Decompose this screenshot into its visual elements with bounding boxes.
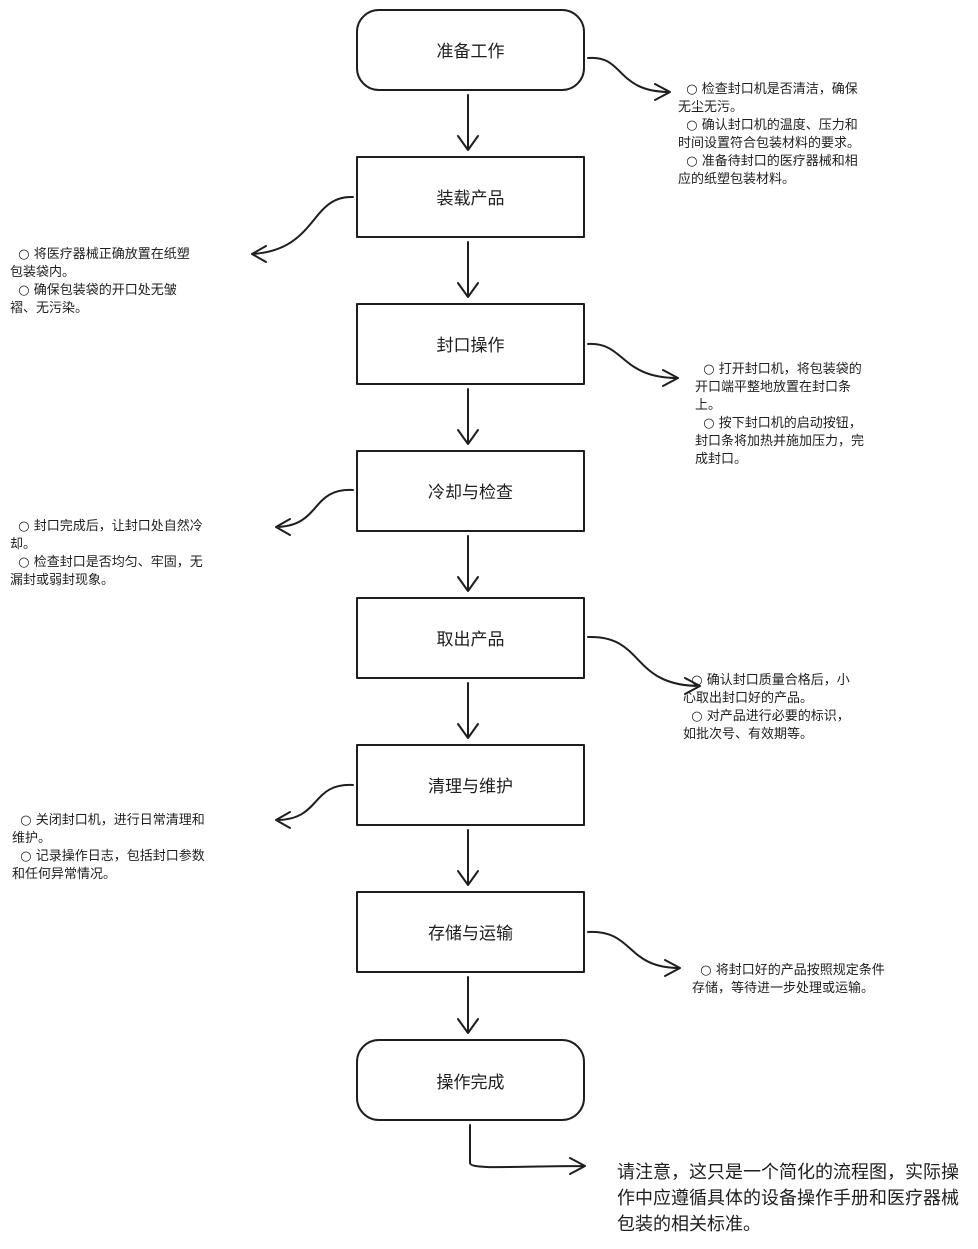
step-note: ○ 封口完成后，让封口处自然冷 却。 ○ 检查封口是否均匀、牢固，无 漏封或弱封… — [10, 519, 203, 588]
step-label: 冷却与检查 — [428, 483, 513, 503]
flow-arrows — [457, 94, 479, 1034]
step-note: ○ 将封口好的产品按照规定条件 存储，等待进一步处理或运输。 — [692, 963, 885, 996]
step-label: 清理与维护 — [428, 777, 513, 797]
step-label: 准备工作 — [436, 42, 505, 62]
step-box — [356, 303, 585, 385]
step-note: ○ 确认封口质量合格后，小 心取出封口好的产品。 ○ 对产品进行必要的标识， 如… — [683, 673, 850, 742]
step-label: 封口操作 — [436, 336, 505, 356]
step-box-start — [356, 9, 585, 91]
step-label: 操作完成 — [436, 1073, 505, 1093]
step-box — [356, 891, 585, 973]
step-note: ○ 关闭封口机，进行日常清理和 维护。 ○ 记录操作日志，包括封口参数 和任何异… — [12, 813, 205, 882]
step-label: 装载产品 — [436, 189, 505, 209]
step-box — [356, 156, 585, 238]
step-label: 存储与运输 — [428, 924, 513, 944]
step-box — [356, 744, 585, 826]
note-connectors — [251, 56, 701, 1175]
step-box — [356, 597, 585, 679]
step-label: 取出产品 — [436, 630, 505, 650]
step-note: ○ 将医疗器械正确放置在纸塑 包装袋内。 ○ 确保包装袋的开口处无皱 褶、无污染… — [10, 247, 190, 316]
step-note: ○ 检查封口机是否清洁，确保 无尘无污。 ○ 确认封口机的温度、压力和 时间设置… — [678, 82, 861, 187]
final-note: 请注意，这只是一个简化的流程图，实际操作中应遵循具体的设备操作手册和医疗器械包装… — [617, 1162, 959, 1235]
step-box — [356, 450, 585, 532]
step-box-end — [356, 1039, 585, 1121]
step-note: ○ 打开封口机，将包装袋的 开口端平整地放置在封口条 上。 ○ 按下封口机的启动… — [695, 362, 865, 467]
